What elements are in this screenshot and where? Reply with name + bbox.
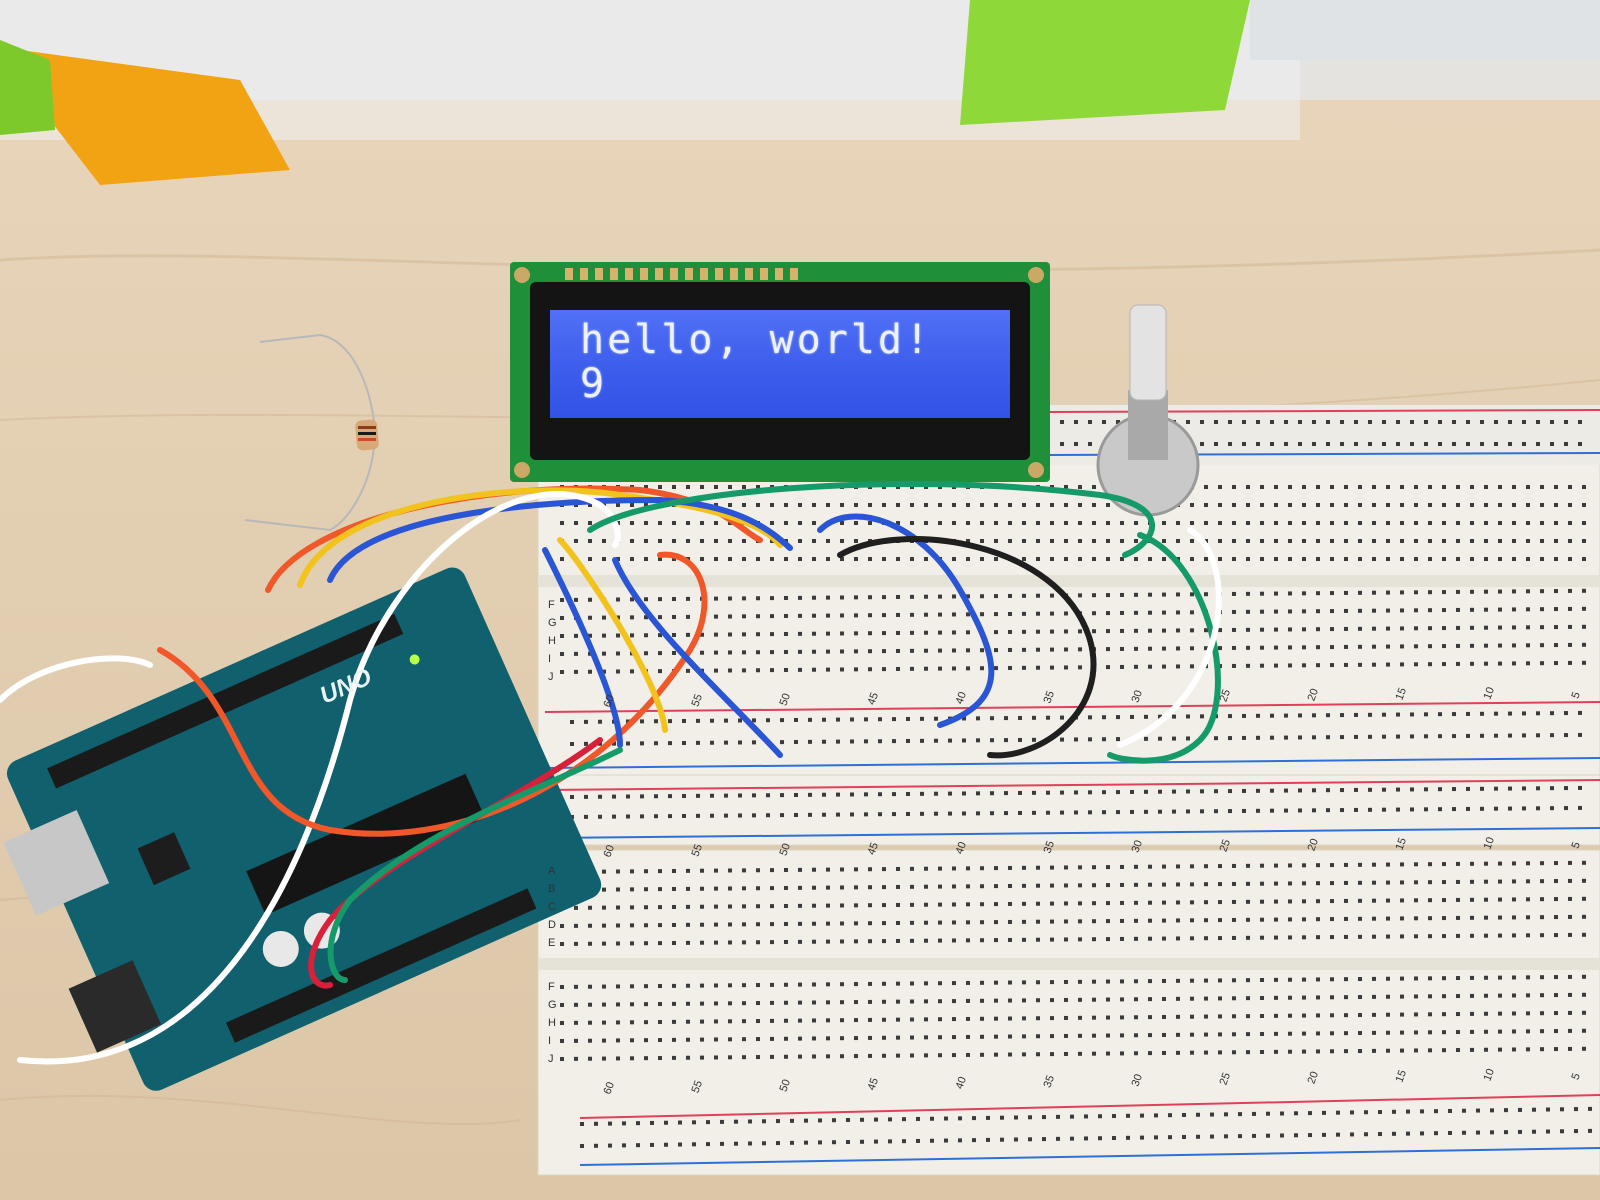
loose-resistor[interactable] bbox=[244, 333, 379, 532]
wire-green-lcd bbox=[587, 480, 1156, 558]
column-number: 30 bbox=[1130, 839, 1145, 855]
jumper-wires bbox=[0, 480, 1222, 1065]
lcd-header-pin bbox=[670, 268, 678, 280]
row-letter: F bbox=[548, 599, 555, 611]
column-number: 55 bbox=[690, 843, 705, 859]
column-number: 30 bbox=[1130, 1072, 1145, 1088]
column-number: 5 bbox=[1570, 840, 1583, 850]
lcd-header-pin bbox=[565, 268, 573, 280]
row-letter: J bbox=[548, 671, 554, 683]
storage-boxes bbox=[0, 0, 1600, 185]
column-number: 25 bbox=[1218, 838, 1233, 854]
lcd-header-pin bbox=[700, 268, 708, 280]
row-letter: A bbox=[548, 865, 556, 877]
column-number: 5 bbox=[1570, 690, 1583, 700]
column-number: 15 bbox=[1394, 686, 1409, 702]
row-letter: H bbox=[548, 1017, 556, 1029]
breadboard-upper bbox=[537, 404, 1600, 776]
wire-blue-b bbox=[542, 547, 623, 748]
column-number: 20 bbox=[1306, 1070, 1321, 1086]
column-number: 30 bbox=[1130, 689, 1145, 705]
wire-yellow-b bbox=[557, 537, 668, 733]
column-number: 40 bbox=[954, 1075, 969, 1091]
lcd-header-pin bbox=[580, 268, 588, 280]
column-number: 40 bbox=[954, 840, 969, 856]
column-number: 50 bbox=[778, 692, 793, 708]
wire-white-left bbox=[0, 655, 153, 703]
row-letter: H bbox=[548, 635, 556, 647]
column-number: 35 bbox=[1042, 1074, 1057, 1090]
lcd-header-pin bbox=[685, 268, 693, 280]
lcd-header-pin bbox=[760, 268, 768, 280]
lcd-header-pin bbox=[640, 268, 648, 280]
column-number: 60 bbox=[602, 693, 617, 709]
lcd-header-pin bbox=[775, 268, 783, 280]
wire-blue-a bbox=[327, 496, 793, 583]
column-number: 35 bbox=[1042, 689, 1057, 705]
lcd-module bbox=[510, 262, 1050, 482]
column-number: 40 bbox=[954, 690, 969, 706]
column-number: 10 bbox=[1482, 685, 1497, 701]
column-number: 10 bbox=[1482, 1067, 1497, 1083]
wire-blue-c bbox=[612, 557, 783, 758]
wire-black bbox=[837, 536, 1097, 759]
row-letter: I bbox=[548, 1035, 551, 1047]
arduino-board bbox=[3, 567, 602, 1091]
column-number: 45 bbox=[866, 691, 881, 707]
lcd-screen-text: hello, world!9 bbox=[580, 318, 932, 406]
column-number: 15 bbox=[1394, 836, 1409, 852]
lcd-header-pin bbox=[715, 268, 723, 280]
lcd-line-1: hello, world! bbox=[580, 317, 933, 363]
lcd-header-pin bbox=[625, 268, 633, 280]
wire-yellow bbox=[297, 487, 783, 588]
breadboard-holes bbox=[560, 420, 1592, 1148]
column-number: 35 bbox=[1042, 839, 1057, 855]
lcd-header-pin bbox=[595, 268, 603, 280]
row-letter: F bbox=[548, 981, 555, 993]
column-number: 45 bbox=[866, 1076, 881, 1092]
column-number: 45 bbox=[866, 841, 881, 857]
column-number: 60 bbox=[602, 843, 617, 859]
column-number: 20 bbox=[1306, 687, 1321, 703]
column-number: 5 bbox=[1570, 1072, 1583, 1082]
column-number: 25 bbox=[1218, 688, 1233, 704]
column-number: 15 bbox=[1394, 1069, 1409, 1085]
column-number: 55 bbox=[690, 693, 705, 709]
column-number: 60 bbox=[602, 1080, 617, 1096]
row-letter: D bbox=[548, 919, 556, 931]
wire-green-pot bbox=[1107, 532, 1221, 764]
wire-green-low bbox=[327, 747, 623, 983]
column-number: 25 bbox=[1218, 1071, 1233, 1087]
column-number: 50 bbox=[778, 1078, 793, 1094]
row-letter: E bbox=[548, 937, 555, 949]
potentiometer[interactable] bbox=[1096, 304, 1200, 517]
row-letter: I bbox=[548, 653, 551, 665]
column-number: 55 bbox=[690, 1079, 705, 1095]
column-number: 10 bbox=[1482, 835, 1497, 851]
column-number: 20 bbox=[1306, 837, 1321, 853]
row-letter: C bbox=[548, 901, 556, 913]
lcd-line-2: 9 bbox=[580, 361, 608, 407]
row-letter: J bbox=[548, 1053, 554, 1065]
lcd-header-pin bbox=[790, 268, 798, 280]
column-number: 50 bbox=[778, 842, 793, 858]
lcd-header-pin bbox=[610, 268, 618, 280]
lcd-header-pin bbox=[730, 268, 738, 280]
row-letter: G bbox=[548, 617, 557, 629]
lcd-header-pin bbox=[655, 268, 663, 280]
row-letter: B bbox=[548, 883, 555, 895]
wire-blue-d bbox=[817, 513, 995, 728]
breadboard-lower bbox=[537, 849, 1600, 1176]
breadboard-middle-rail bbox=[537, 774, 1600, 846]
lcd-header-pin bbox=[745, 268, 753, 280]
wire-white-pot bbox=[1117, 527, 1222, 748]
row-letter: G bbox=[548, 999, 557, 1011]
wire-white bbox=[17, 491, 621, 1065]
